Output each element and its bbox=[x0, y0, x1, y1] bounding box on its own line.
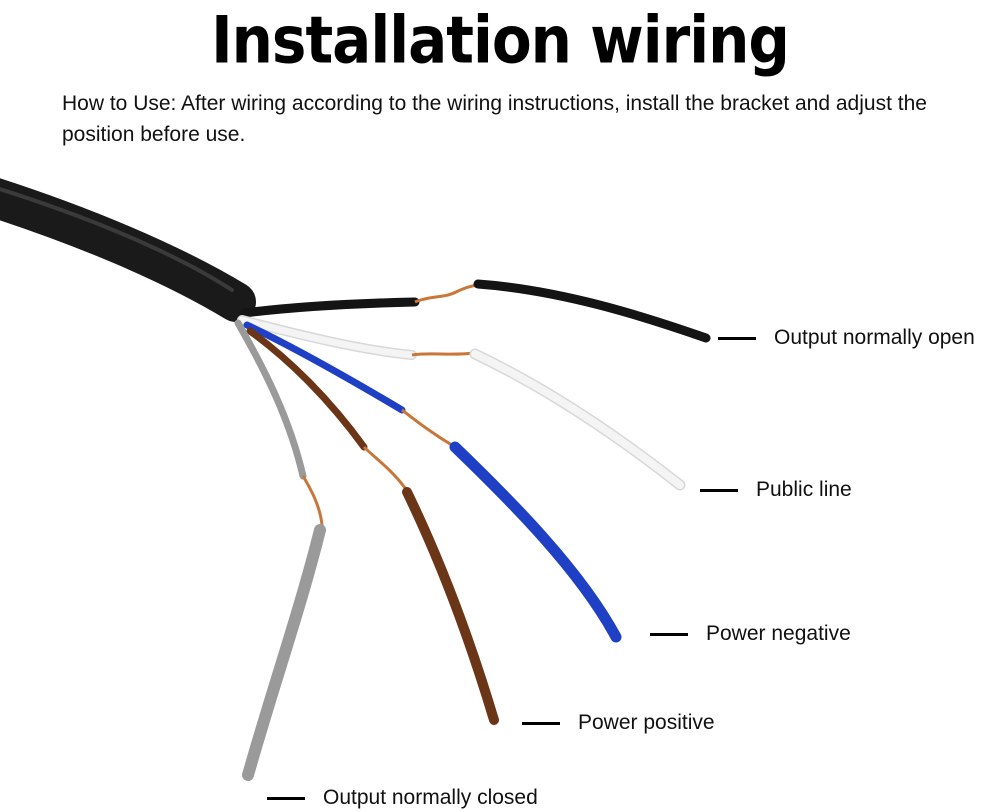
leader-dash bbox=[700, 488, 738, 492]
wire-black bbox=[239, 279, 711, 343]
leader-dash bbox=[522, 721, 560, 725]
callout-label: Output normally closed bbox=[323, 786, 538, 809]
wire-brown bbox=[246, 327, 499, 725]
callout-label: Power negative bbox=[706, 622, 851, 645]
leader-dash bbox=[650, 632, 688, 636]
cable-sheath bbox=[0, 178, 256, 322]
callout-power-positive: Power positive bbox=[522, 711, 715, 735]
callout-power-negative: Power negative bbox=[650, 622, 851, 646]
wire-gray bbox=[234, 319, 326, 781]
wire-blue bbox=[243, 321, 622, 643]
callout-output-normally-open: Output normally open bbox=[718, 326, 975, 350]
leader-dash bbox=[718, 336, 756, 340]
leader-dash bbox=[267, 796, 305, 800]
usage-instructions: How to Use: After wiring according to th… bbox=[62, 92, 927, 146]
callout-label: Output normally open bbox=[774, 326, 975, 349]
callout-public-line: Public line bbox=[700, 478, 852, 502]
callout-label: Power positive bbox=[578, 711, 715, 734]
page-title: Installation wiring bbox=[211, 2, 790, 79]
callout-label: Public line bbox=[756, 478, 852, 501]
wire-white bbox=[237, 315, 686, 491]
callout-output-normally-closed: Output normally closed bbox=[267, 786, 538, 810]
